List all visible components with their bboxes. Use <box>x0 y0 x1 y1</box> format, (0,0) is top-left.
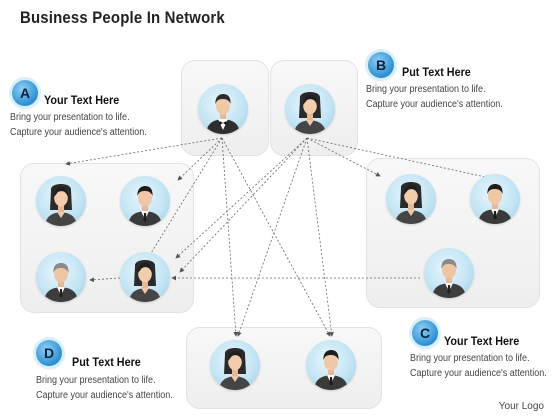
connection-arrow <box>89 277 121 283</box>
callout-d-line2: Capture your audience's attention. <box>36 390 173 401</box>
connection-arrow <box>179 137 308 273</box>
person-left-woman-1 <box>36 176 86 226</box>
connection-arrow <box>175 137 308 259</box>
businessman-icon <box>306 340 356 390</box>
callout-b-title: Put Text Here <box>402 65 471 79</box>
callout-b-line1: Bring your presentation to life. <box>366 84 486 95</box>
person-left-man-2 <box>36 252 86 302</box>
person-top-woman <box>285 84 335 134</box>
panel-top-right <box>270 60 358 156</box>
businesswoman-icon <box>210 340 260 390</box>
older-businessman-icon <box>424 248 474 298</box>
callout-c-line2: Capture your audience's attention. <box>410 368 547 379</box>
callout-a-line1: Bring your presentation to life. <box>10 112 130 123</box>
businessman-bowtie-icon <box>198 84 248 134</box>
connection-arrow <box>306 137 334 337</box>
callout-c-line1: Bring your presentation to life. <box>410 353 530 364</box>
callout-a-title: Your Text Here <box>44 93 120 107</box>
connection-arrow <box>147 137 223 259</box>
callout-d-line1: Bring your presentation to life. <box>36 375 156 386</box>
person-bottom-woman <box>210 340 260 390</box>
businessman-icon <box>470 174 520 224</box>
businesswoman-icon <box>386 174 436 224</box>
connection-arrow <box>221 137 239 337</box>
person-left-woman-2 <box>120 252 170 302</box>
badge-a: A <box>12 80 38 106</box>
callout-b-line2: Capture your audience's attention. <box>366 99 503 110</box>
businesswoman-icon <box>285 84 335 134</box>
page-title: Business People In Network <box>20 8 225 27</box>
badge-b: B <box>368 52 394 78</box>
person-left-man-1 <box>120 176 170 226</box>
badge-c: C <box>412 320 438 346</box>
connection-arrow <box>221 137 331 337</box>
older-businessman-icon <box>36 252 86 302</box>
businesswoman-icon <box>36 176 86 226</box>
connection-arrow <box>306 137 381 177</box>
person-right-man-2 <box>424 248 474 298</box>
callout-d-title: Put Text Here <box>72 355 141 369</box>
connection-arrow <box>237 137 308 337</box>
person-right-man-1 <box>470 174 520 224</box>
person-bottom-man <box>306 340 356 390</box>
badge-d: D <box>36 340 62 366</box>
person-right-woman <box>386 174 436 224</box>
businesswoman-icon <box>120 252 170 302</box>
person-top-man <box>198 84 248 134</box>
connection-arrow <box>306 137 491 180</box>
businessman-icon <box>120 176 170 226</box>
logo-text: Your Logo <box>498 401 544 412</box>
callout-c-title: Your Text Here <box>444 334 520 348</box>
callout-a-line2: Capture your audience's attention. <box>10 127 147 138</box>
